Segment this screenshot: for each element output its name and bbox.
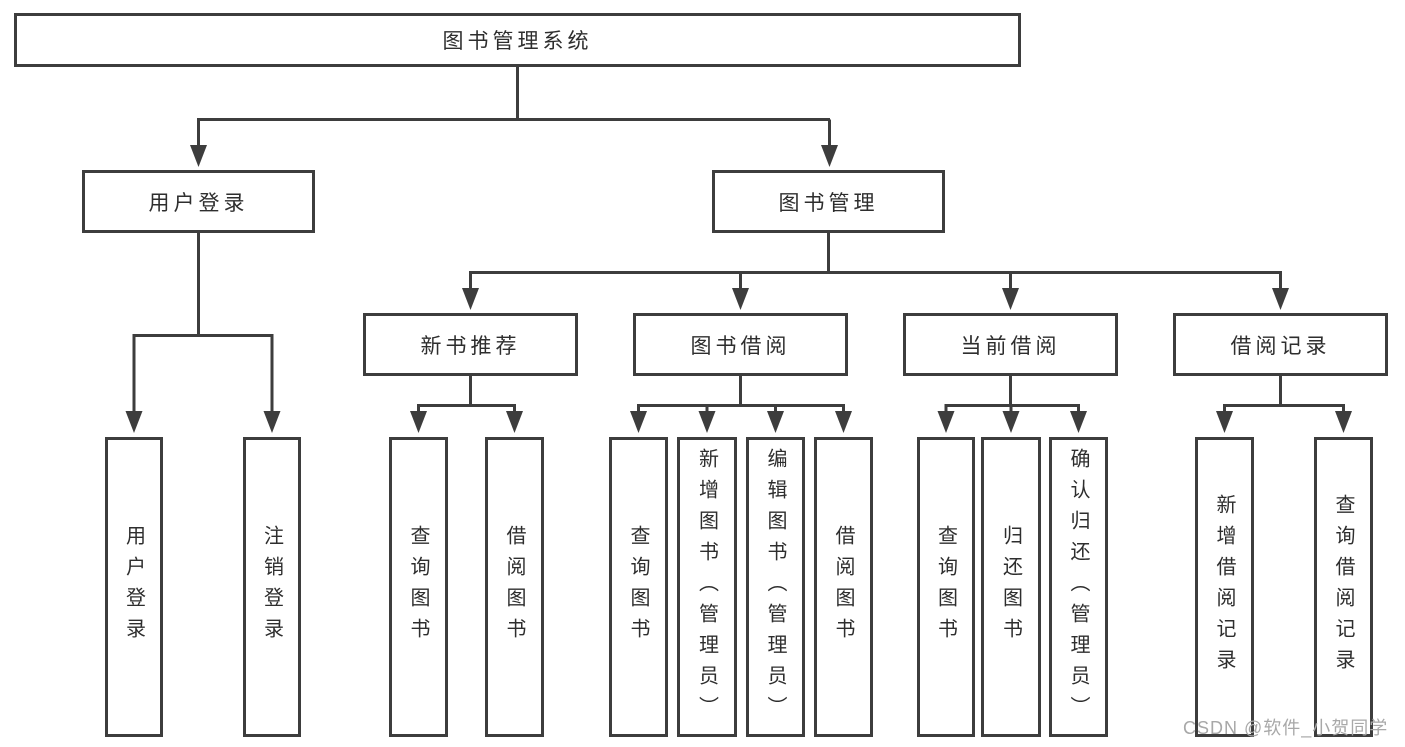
arrow-shafts [132, 119, 1345, 415]
leaf-newbook-borrow-books: 借阅图书 [485, 437, 544, 737]
tree-edges [132, 67, 1345, 415]
leaf-add-books-admin: 新增图书（管理员） [677, 437, 737, 737]
node-current-borrow: 当前借阅 [903, 313, 1118, 376]
node-root: 图书管理系统 [14, 13, 1021, 67]
leaf-user-login: 用户登录 [105, 437, 163, 737]
leaf-newbook-query-books: 查询图书 [389, 437, 448, 737]
leaf-logout: 注销登录 [243, 437, 301, 737]
leaf-edit-books-admin: 编辑图书（管理员） [746, 437, 805, 737]
csdn-watermark: CSDN @软件_小贺同学 [1183, 718, 1389, 738]
node-new-book-recommend: 新书推荐 [363, 313, 578, 376]
leaf-borrow-books: 借阅图书 [814, 437, 873, 737]
node-user-login: 用户登录 [82, 170, 315, 233]
node-book-borrow: 图书借阅 [633, 313, 848, 376]
leaf-query-borrow-record: 查询借阅记录 [1314, 437, 1373, 737]
node-borrow-record: 借阅记录 [1173, 313, 1388, 376]
leaf-borrow-query-books: 查询图书 [609, 437, 668, 737]
leaf-confirm-return-admin: 确认归还（管理员） [1049, 437, 1108, 737]
leaf-current-query-books: 查询图书 [917, 437, 975, 737]
tree-arrowheads [125, 145, 1352, 433]
leaf-add-borrow-record: 新增借阅记录 [1195, 437, 1254, 737]
leaf-return-books: 归还图书 [981, 437, 1041, 737]
node-book-management: 图书管理 [712, 170, 945, 233]
